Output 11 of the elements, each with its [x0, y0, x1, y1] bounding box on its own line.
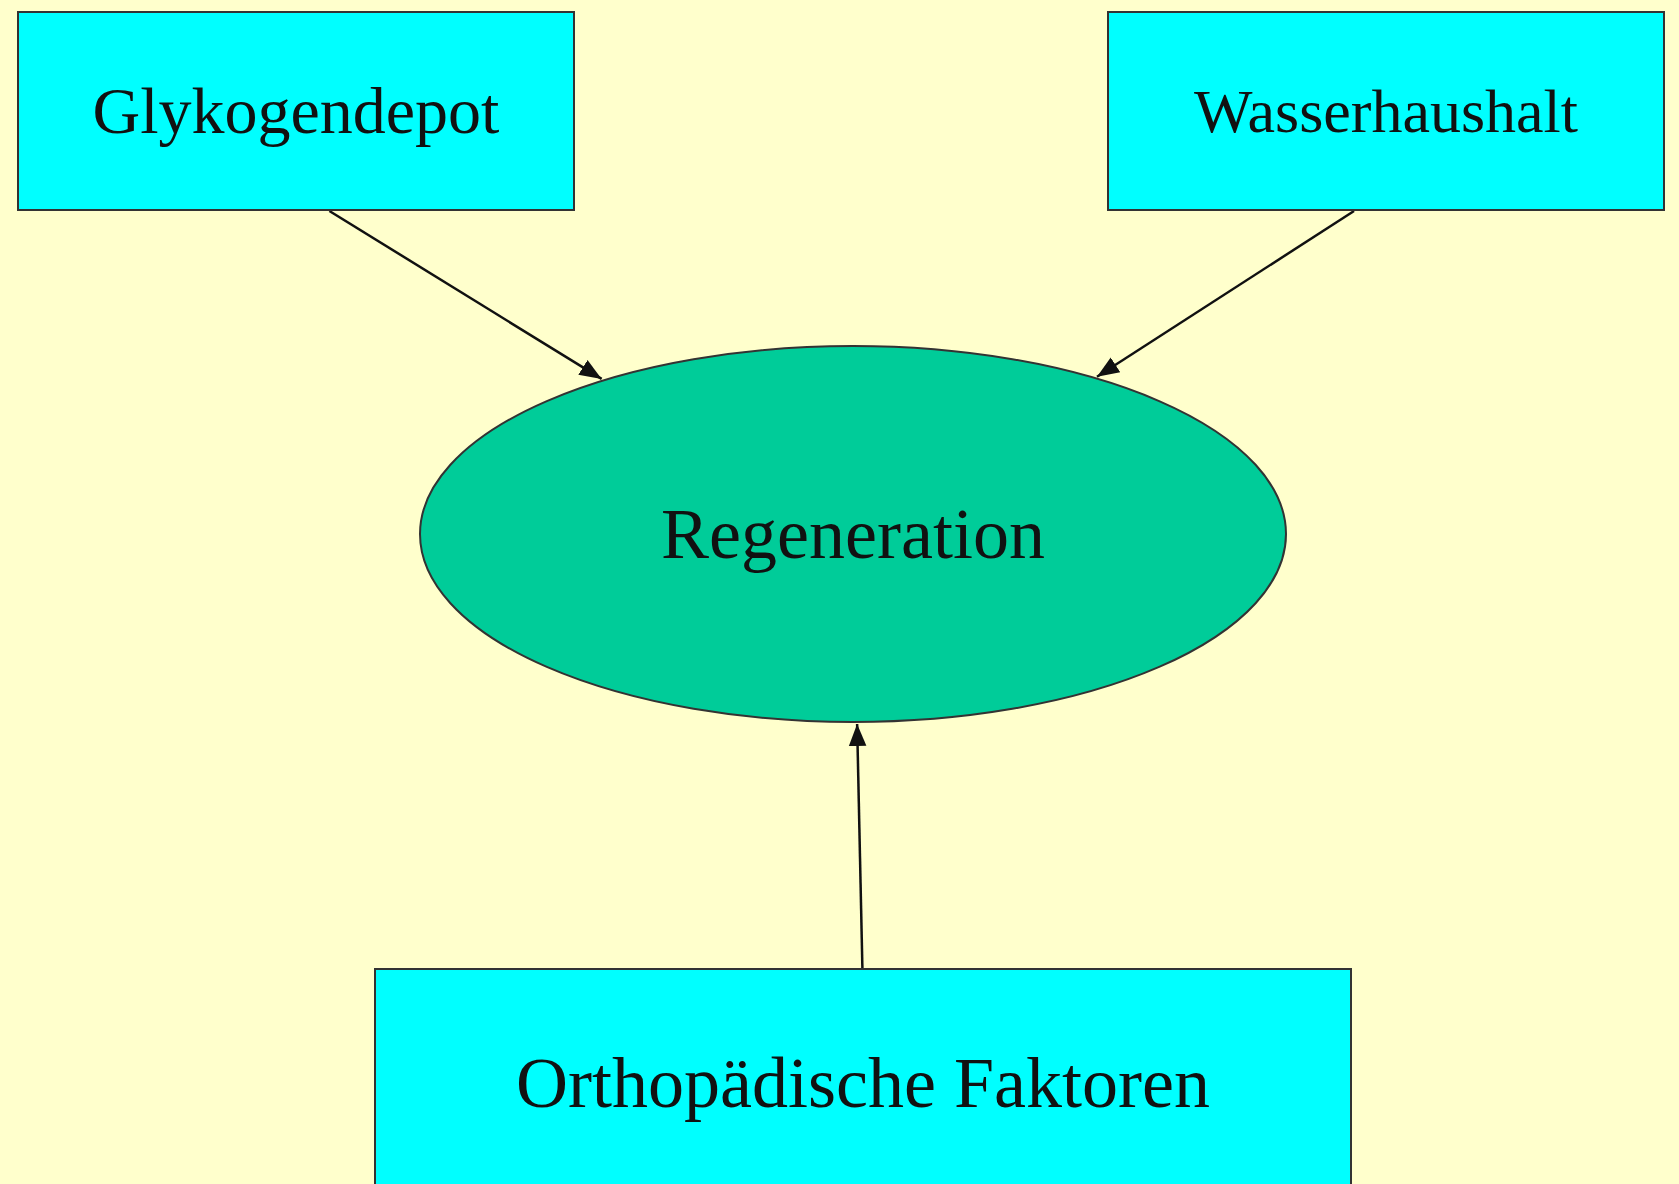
- factor-box: [17, 11, 575, 211]
- node-label: Orthopädische Faktoren: [516, 1041, 1210, 1125]
- factor-box: [1107, 11, 1665, 211]
- arrow: [328, 209, 603, 380]
- node-label: Wasserhaushalt: [1193, 75, 1579, 147]
- factor-box: [374, 968, 1352, 1184]
- node-label: Regeneration: [661, 492, 1045, 576]
- arrow: [1096, 209, 1355, 378]
- arrow: [848, 723, 867, 969]
- node-label: Glykogendepot: [92, 73, 500, 149]
- process-ellipse: [418, 344, 1288, 724]
